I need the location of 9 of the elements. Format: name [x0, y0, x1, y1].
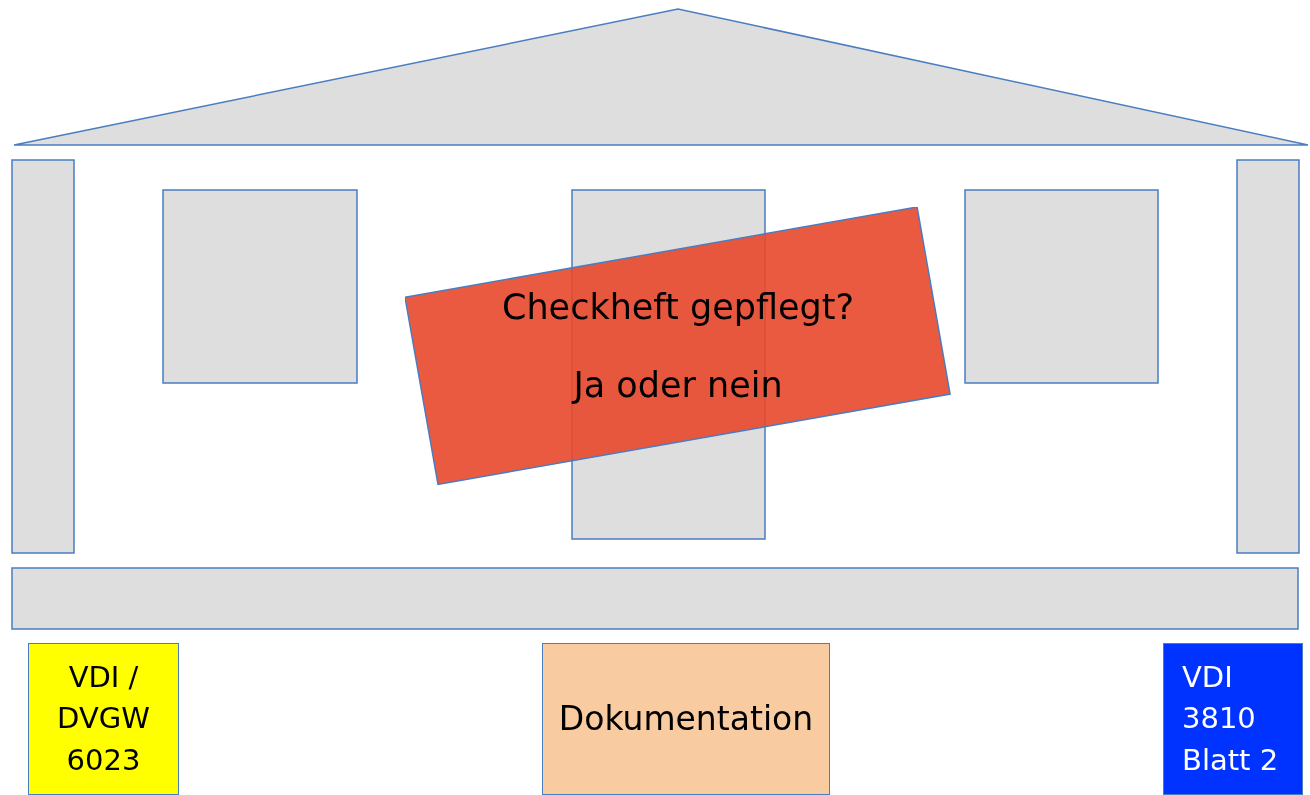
question-text: Checkheft gepflegt?	[502, 287, 854, 327]
documentation-box	[542, 643, 830, 795]
standard-box	[28, 643, 179, 795]
question-card	[405, 207, 951, 485]
standard-label: VDI / DVGW 6023	[56, 659, 151, 779]
standard-label: VDI 3810 Blatt 2	[1182, 659, 1280, 779]
question-text: Ja oder nein	[573, 365, 783, 405]
standard-box	[1163, 643, 1303, 795]
box-label: Dokumentation	[558, 697, 814, 740]
